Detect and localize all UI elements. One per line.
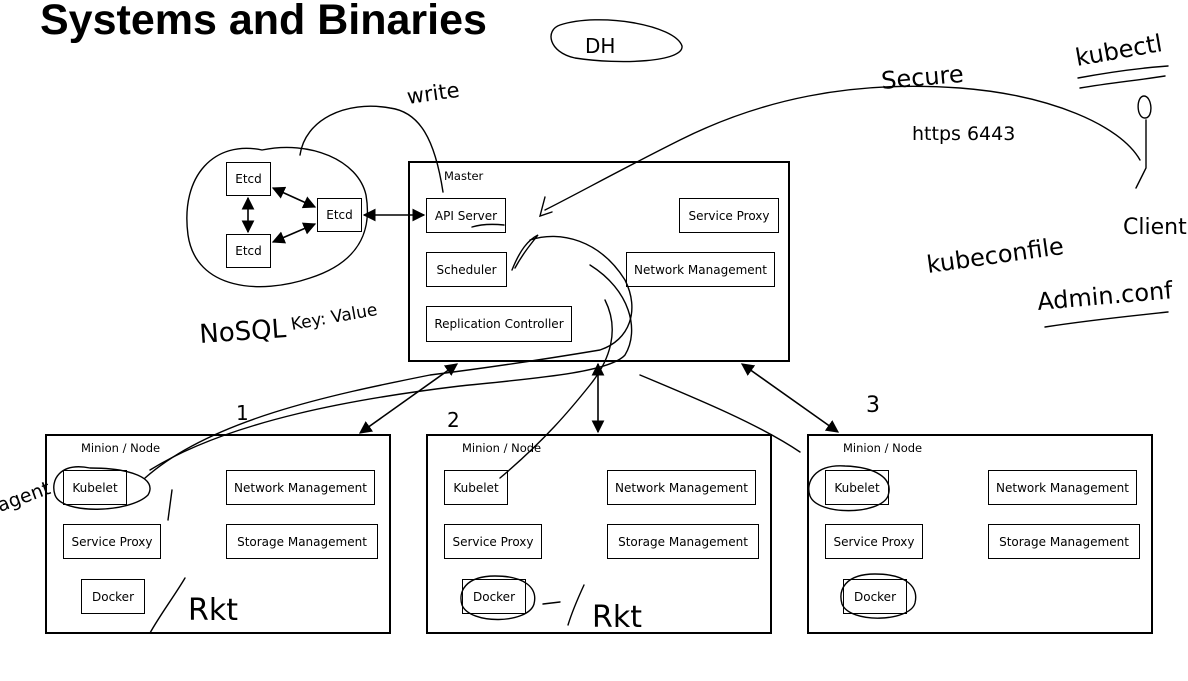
node3-kubelet-circle — [808, 465, 890, 512]
node-3-storage-management-box: Storage Management — [988, 524, 1140, 559]
node2-rkt-annotation: Rkt — [592, 600, 642, 635]
client-to-api-curve — [544, 85, 1141, 211]
etcd-box-center: Etcd — [317, 198, 362, 232]
agent-annotation: agent — [0, 477, 53, 516]
etcd-box-top: Etcd — [226, 162, 271, 196]
master-service-proxy-box: Service Proxy — [679, 198, 779, 233]
kubectl-annotation: kubectl — [1073, 29, 1164, 72]
node-label-2: Minion / Node — [462, 441, 542, 455]
kubeconfile-annotation: kubeconfile — [925, 232, 1066, 279]
node-1-network-management-box: Network Management — [226, 470, 375, 505]
admin-conf-annotation: Admin.conf — [1036, 276, 1174, 316]
node1-kubelet-circle — [53, 466, 151, 510]
api-underline — [471, 223, 505, 228]
kubectl-zero — [1137, 95, 1152, 119]
master-label: Master — [444, 169, 484, 183]
node1-rkt-annotation: Rkt — [188, 593, 238, 628]
node2-rkt-dash — [542, 584, 585, 626]
write-annotation: write — [405, 78, 461, 109]
etcd-cluster-circle — [186, 146, 369, 288]
node-number-2: 2 — [447, 408, 460, 432]
nosql-annotation: NoSQL — [198, 314, 287, 350]
node3-curve — [639, 374, 801, 453]
replication-controller-box: Replication Controller — [426, 306, 572, 342]
node-2-storage-management-box: Storage Management — [607, 524, 759, 559]
write-curve — [299, 105, 444, 193]
secure-annotation: Secure — [880, 60, 965, 95]
api-server-box: API Server — [426, 198, 506, 233]
node1-kubelet-to-master — [144, 235, 633, 479]
node-number-1: 1 — [236, 401, 249, 425]
page-title: Systems and Binaries — [40, 0, 487, 44]
node2-kubelet-curve — [499, 299, 613, 479]
admin-conf-underline — [1044, 311, 1169, 328]
node-1-kubelet-box: Kubelet — [63, 470, 127, 505]
https-annotation: https 6443 — [912, 123, 1015, 145]
node-label-3: Minion / Node — [843, 441, 923, 455]
node1-tick — [167, 489, 173, 521]
node2-docker-circle — [460, 575, 536, 621]
node-2-service-proxy-box: Service Proxy — [444, 524, 542, 559]
node-3-docker-box: Docker — [843, 579, 907, 614]
node-2-network-management-box: Network Management — [607, 470, 756, 505]
api-client-arrowhead — [538, 196, 553, 218]
node1-rkt-slash — [149, 577, 186, 634]
node-3-network-management-box: Network Management — [988, 470, 1137, 505]
node3-docker-circle — [840, 573, 917, 619]
kubectl-underline — [1077, 65, 1169, 89]
node-number-3: 3 — [866, 393, 880, 418]
node-1-service-proxy-box: Service Proxy — [63, 524, 161, 559]
etcd-box-bottom: Etcd — [226, 234, 271, 268]
node-1-storage-management-box: Storage Management — [226, 524, 378, 559]
scheduler-box: Scheduler — [426, 252, 507, 287]
key-value-annotation: Key: Value — [289, 300, 379, 335]
dh-ellipse — [550, 19, 683, 63]
api-scribble — [511, 234, 539, 271]
master-node1-arrow — [358, 363, 459, 434]
client-annotation: Client — [1123, 215, 1187, 240]
node-1-docker-box: Docker — [81, 579, 145, 614]
etcd-arrow-top-center — [271, 186, 317, 209]
node1-kubelet-to-master-2 — [149, 264, 633, 471]
etcd-arrow-bottom-center — [271, 222, 317, 244]
dh-annotation: DH — [585, 34, 615, 58]
node-label-1: Minion / Node — [81, 441, 161, 455]
client-connector — [1135, 119, 1147, 189]
master-node3-arrow — [740, 363, 840, 433]
node-2-docker-box: Docker — [462, 579, 526, 614]
master-network-management-box: Network Management — [626, 252, 775, 287]
node-2-kubelet-box: Kubelet — [444, 470, 508, 505]
node-3-service-proxy-box: Service Proxy — [825, 524, 923, 559]
